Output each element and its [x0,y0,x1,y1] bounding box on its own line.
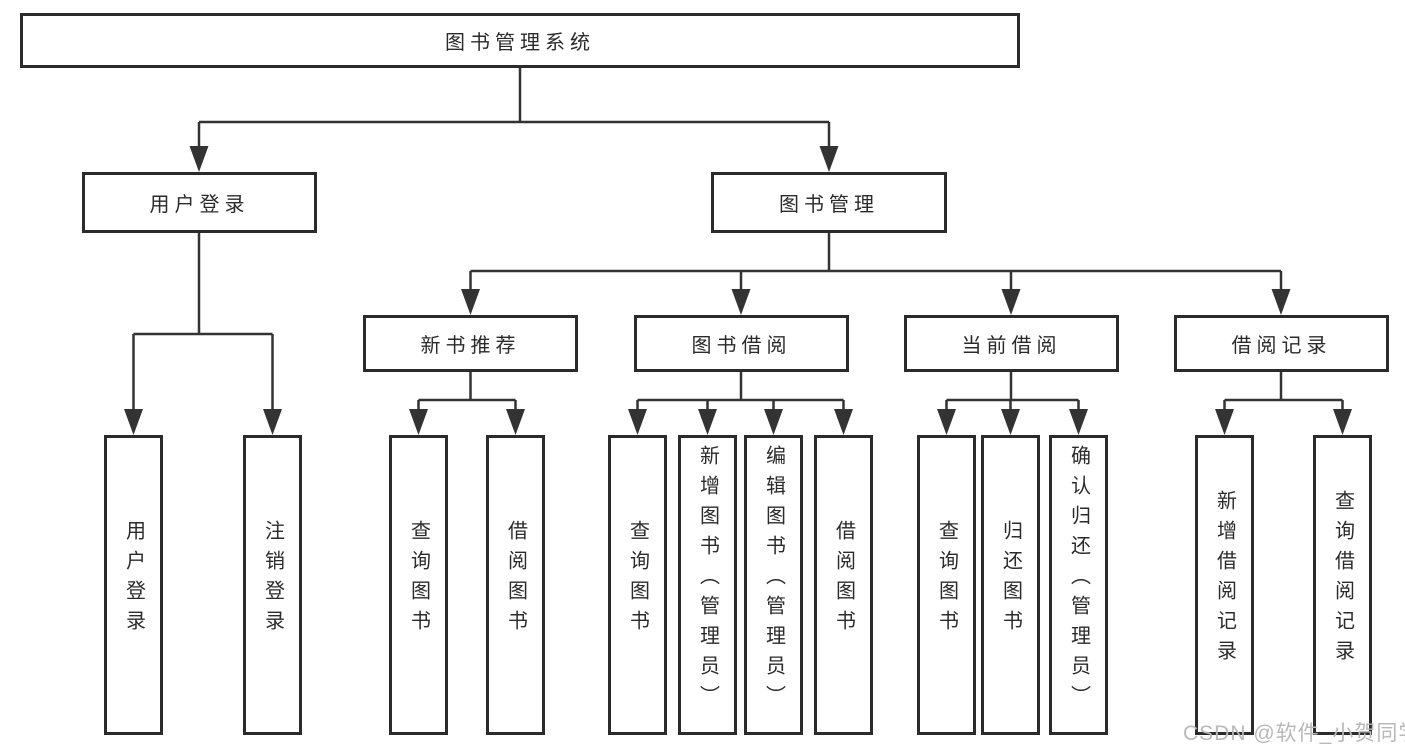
node-label: 图书借阅 [691,335,792,357]
node-label: 归还图书 [999,520,1022,640]
node-label: 新增图书（管理员） [696,445,719,715]
connector-path [132,68,1344,413]
arrowhead-icon [506,409,525,435]
arrowhead-icons [124,146,1352,435]
node-leaf-user-login: 用户登录 [104,435,163,735]
node-label: 图书管理系统 [445,32,595,54]
node-leaf-query-borrow-record: 查询借阅记录 [1313,435,1372,735]
node-book-management: 图书管理 [711,172,947,233]
csdn-watermark: CSDN @软件_小贺同学 [1183,722,1405,745]
arrowhead-icon [263,409,282,435]
node-label: 用户登录 [122,520,145,640]
node-leaf-query-books-recommend: 查询图书 [389,435,448,735]
arrowhead-icon [731,289,751,315]
node-label: 图书管理 [779,194,879,216]
node-label: 确认归还（管理员） [1067,445,1090,715]
node-new-book-recommend: 新书推荐 [363,315,578,372]
arrowhead-icon [461,289,480,315]
arrowhead-icon [124,409,143,435]
node-borrowing-records: 借阅记录 [1174,315,1389,372]
node-label: 当前借阅 [961,335,1062,357]
node-leaf-query-books-current: 查询图书 [917,435,976,735]
arrowhead-icon [628,409,647,435]
arrowhead-icon [1215,409,1234,435]
node-root-system: 图书管理系统 [20,13,1020,68]
node-leaf-return-book: 归还图书 [981,435,1040,735]
node-leaf-add-borrow-record: 新增借阅记录 [1195,435,1254,735]
node-label: 查询借阅记录 [1331,490,1354,670]
arrowhead-icon [698,409,717,435]
arrowhead-icon [819,146,839,172]
node-label: 借阅图书 [832,520,855,640]
node-label: 查询图书 [626,520,649,640]
arrowhead-icon [1001,289,1021,315]
arrowhead-icon [1333,409,1352,435]
node-label: 用户登录 [149,194,250,216]
node-user-login: 用户登录 [82,172,317,233]
node-label: 新书推荐 [420,335,521,357]
node-book-borrowing: 图书借阅 [634,315,849,372]
arrowhead-icon [834,409,853,435]
node-leaf-borrow-books-borrowing: 借阅图书 [814,435,873,735]
arrowhead-icon [1001,409,1020,435]
arrowhead-icon [937,409,956,435]
node-label: 新增借阅记录 [1213,490,1236,670]
node-label: 借阅图书 [504,520,527,640]
node-current-borrowing: 当前借阅 [904,315,1119,372]
arrowhead-icon [409,409,428,435]
node-label: 借阅记录 [1231,335,1332,357]
node-leaf-edit-book-admin: 编辑图书（管理员） [744,435,803,735]
arrowhead-icon [1271,289,1291,315]
node-leaf-confirm-return-admin: 确认归还（管理员） [1049,435,1108,735]
node-leaf-logout: 注销登录 [243,435,302,735]
arrowhead-icon [1069,409,1088,435]
node-leaf-query-books-borrowing: 查询图书 [608,435,667,735]
arrowhead-icon [764,409,783,435]
node-label: 注销登录 [261,520,284,640]
node-label: 编辑图书（管理员） [762,445,785,715]
node-label: 查询图书 [407,520,430,640]
node-leaf-add-book-admin: 新增图书（管理员） [678,435,737,735]
node-label: 查询图书 [935,520,958,640]
arrowhead-icon [189,146,209,172]
node-leaf-borrow-books-recommend: 借阅图书 [486,435,545,735]
